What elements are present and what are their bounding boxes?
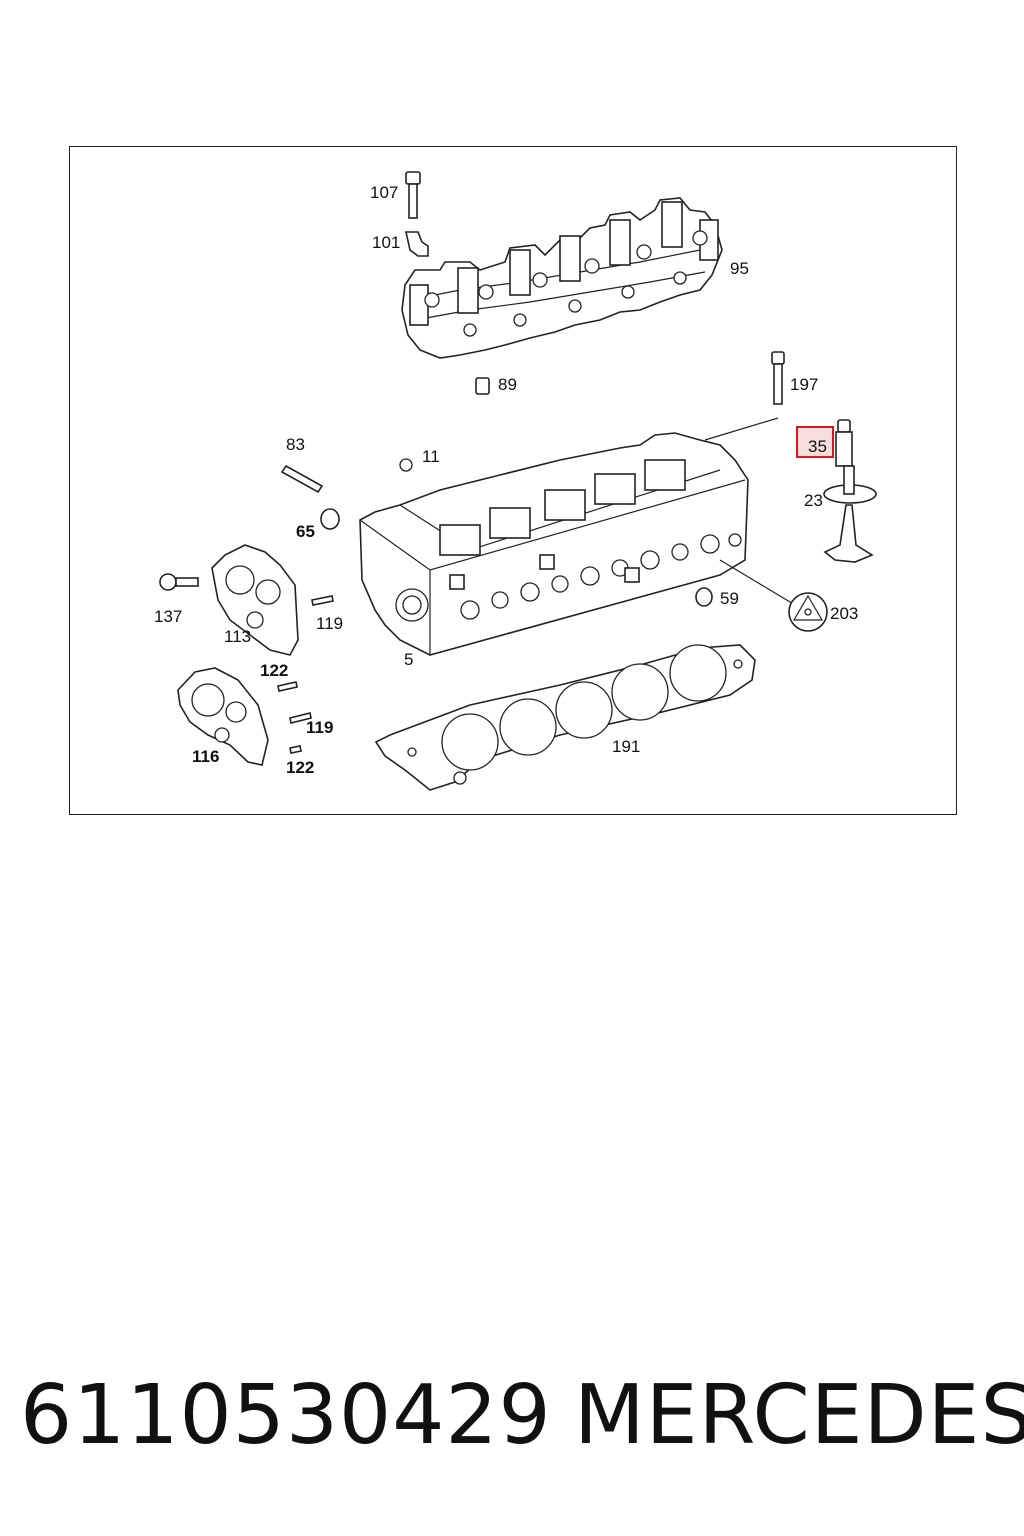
callout-11: 11 <box>422 447 440 466</box>
valve-guide-35 <box>835 419 853 467</box>
clip-101 <box>405 231 429 257</box>
pin-119-upper <box>311 595 334 606</box>
callout-95: 95 <box>730 259 749 278</box>
callout-119-lower: 119 <box>306 718 333 737</box>
callout-122-upper: 122 <box>260 661 288 680</box>
camshaft-bearing-bracket <box>401 197 723 359</box>
bolt-197 <box>704 351 785 441</box>
callout-23: 23 <box>804 491 823 510</box>
cylinder-head <box>359 432 796 656</box>
callout-197: 197 <box>790 375 818 394</box>
callout-122-lower: 122 <box>286 758 314 777</box>
valve-23 <box>823 465 877 563</box>
bolt-107 <box>405 171 421 219</box>
callout-203: 203 <box>830 604 858 623</box>
callout-113: 113 <box>224 627 251 646</box>
pin-122-lower <box>289 745 302 754</box>
callout-35: 35 <box>808 437 827 456</box>
plug-65 <box>320 508 340 530</box>
callout-116: 116 <box>192 747 219 766</box>
plug-59 <box>695 587 713 607</box>
engine-parts-diagram: 107 101 95 89 197 35 83 11 23 65 137 113… <box>154 171 877 791</box>
stud-83 <box>280 464 324 494</box>
cover-116 <box>177 667 269 766</box>
callout-191: 191 <box>612 737 640 756</box>
plug-11 <box>399 458 413 472</box>
callout-5: 5 <box>404 650 413 669</box>
disc-203 <box>788 592 828 632</box>
callout-59: 59 <box>720 589 739 608</box>
highlight-box-35 <box>796 426 834 458</box>
pin-119-lower <box>289 712 312 724</box>
part-number: 6110530429 <box>20 1368 552 1463</box>
bolt-137 <box>159 573 199 591</box>
callout-89: 89 <box>498 375 517 394</box>
head-gasket-191 <box>374 644 756 791</box>
pin-122-upper <box>277 681 298 692</box>
bushing-89 <box>475 377 490 395</box>
brand-name: MERCEDES <box>574 1368 1024 1463</box>
diagram-frame <box>69 146 957 815</box>
cover-113 <box>211 544 299 656</box>
callout-107: 107 <box>370 183 398 202</box>
callout-137: 137 <box>154 607 182 626</box>
callout-101: 101 <box>372 233 400 252</box>
callout-83: 83 <box>286 435 305 454</box>
callout-119-upper: 119 <box>316 614 343 633</box>
callout-65: 65 <box>296 522 315 541</box>
